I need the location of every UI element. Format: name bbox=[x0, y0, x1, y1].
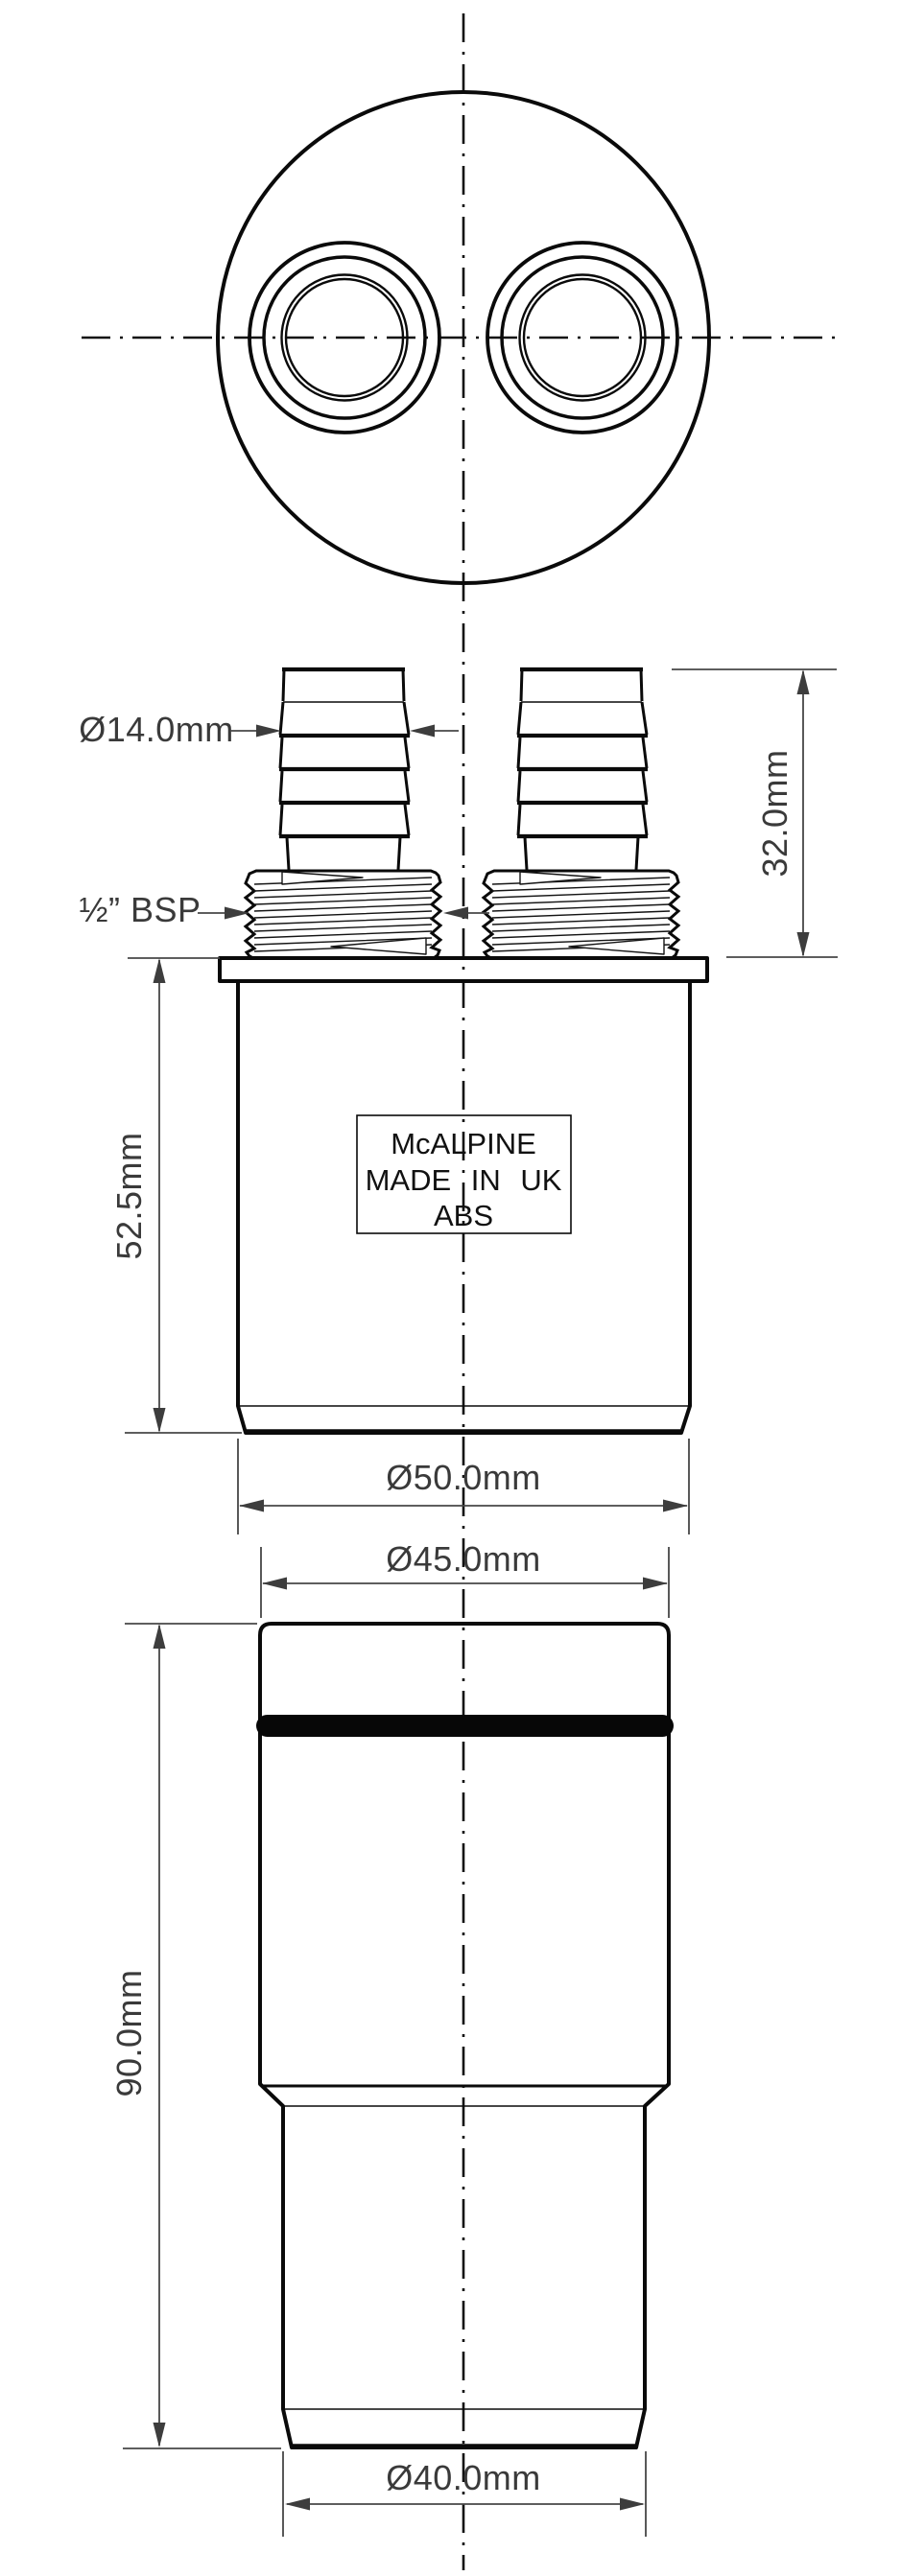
dim-lower-body-height: 90.0mm bbox=[109, 1623, 281, 2449]
plan-inlet-port-left bbox=[248, 241, 441, 434]
dimension-annotations: Ø14.0mm ½” BSP 32.0mm 52.5mm bbox=[79, 668, 838, 2537]
plan-outer-circle bbox=[216, 90, 711, 585]
port-middle-ring bbox=[500, 255, 665, 420]
brand-line-3: ABS bbox=[434, 1199, 493, 1232]
hose-tail-right bbox=[484, 669, 678, 958]
dim-hose-tail-od: Ø14.0mm bbox=[79, 710, 459, 749]
brand-line-1: McALPINE bbox=[391, 1127, 536, 1160]
dim-upper-body-od-text: Ø50.0mm bbox=[386, 1458, 541, 1497]
plan-view bbox=[216, 90, 711, 585]
brand-line-2: MADE IN UK bbox=[366, 1163, 562, 1197]
front-view: McALPINE MADE IN UK ABS bbox=[218, 669, 709, 1435]
dim-hose-tail-height: 32.0mm bbox=[672, 668, 838, 958]
port-bore-ring-inner bbox=[284, 277, 405, 398]
dim-thread-size: ½” BSP bbox=[79, 890, 489, 929]
dim-hose-tail-od-text: Ø14.0mm bbox=[79, 710, 234, 749]
seal-ring bbox=[256, 1715, 674, 1737]
dim-thread-size-text: ½” BSP bbox=[79, 890, 201, 929]
lower-view bbox=[256, 1622, 674, 2449]
plan-inlet-port-right bbox=[486, 241, 679, 434]
port-bore-ring-inner bbox=[522, 277, 643, 398]
dim-lower-body-height-text: 90.0mm bbox=[109, 1969, 149, 2096]
dim-upper-body-height-text: 52.5mm bbox=[109, 1132, 149, 1259]
dim-hose-tail-height-text: 32.0mm bbox=[755, 749, 794, 877]
dim-outlet-od: Ø40.0mm bbox=[282, 2451, 647, 2537]
dim-upper-body-od: Ø50.0mm bbox=[237, 1439, 690, 1534]
dim-seal-section-od-text: Ø45.0mm bbox=[386, 1539, 541, 1579]
port-outer-ring bbox=[248, 241, 441, 434]
port-middle-ring bbox=[262, 255, 427, 420]
dim-outlet-od-text: Ø40.0mm bbox=[386, 2458, 541, 2497]
centerlines bbox=[82, 13, 844, 2570]
port-outer-ring bbox=[486, 241, 679, 434]
port-bore-ring-outer bbox=[280, 273, 409, 402]
brand-label-box: McALPINE MADE IN UK ABS bbox=[356, 1114, 572, 1234]
dim-seal-section-od: Ø45.0mm bbox=[260, 1539, 670, 1618]
port-bore-ring-outer bbox=[518, 273, 647, 402]
dim-upper-body-height: 52.5mm bbox=[109, 957, 242, 1434]
hose-tail-left bbox=[246, 669, 440, 958]
